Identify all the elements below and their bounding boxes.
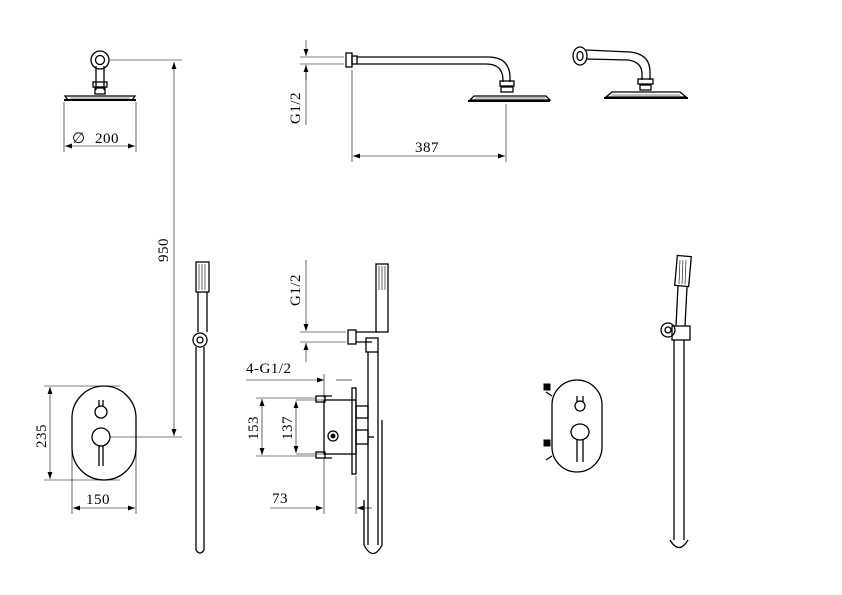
dimension-body-h1: 153 xyxy=(246,397,316,457)
dimension-arm-length: 387 xyxy=(351,70,507,162)
dimension-arm-thread: G1/2 xyxy=(288,40,344,125)
shower-arm-perspective xyxy=(572,46,688,99)
head-diameter-label: 200 xyxy=(95,131,119,147)
plate-width-label: 150 xyxy=(86,492,110,508)
hand-thread-label: G1/2 xyxy=(288,274,304,306)
dimension-plate-width: 150 xyxy=(71,440,137,514)
dimension-hand-thread: G1/2 xyxy=(288,260,346,362)
shower-arm-side-view xyxy=(345,52,552,102)
body-ports-label: 4-G1/2 xyxy=(246,361,292,377)
total-height-label: 950 xyxy=(156,238,172,262)
arm-thread-label: G1/2 xyxy=(288,92,304,124)
body-h1-label: 153 xyxy=(246,416,262,440)
dimension-head-diameter: ∅ 200 xyxy=(63,102,137,152)
shower-head-front-view xyxy=(63,50,137,101)
dimension-body-h2: 137 xyxy=(280,399,324,455)
plate-height-label: 235 xyxy=(34,424,50,448)
concealed-body-side-view xyxy=(315,263,389,555)
dimension-body-depth: 73 xyxy=(270,458,372,514)
hand-shower-left xyxy=(192,261,210,554)
hand-shower-right xyxy=(660,254,692,549)
dimension-body-ports: 4-G1/2 xyxy=(246,361,352,398)
control-plate-perspective xyxy=(543,379,603,473)
dimension-plate-height: 235 xyxy=(34,385,120,481)
diameter-symbol: ∅ xyxy=(72,131,86,147)
body-h2-label: 137 xyxy=(280,416,296,440)
control-plate-front xyxy=(71,385,182,481)
dimension-total-height: 950 xyxy=(110,59,182,436)
arm-length-label: 387 xyxy=(415,140,439,156)
body-depth-label: 73 xyxy=(272,491,288,507)
